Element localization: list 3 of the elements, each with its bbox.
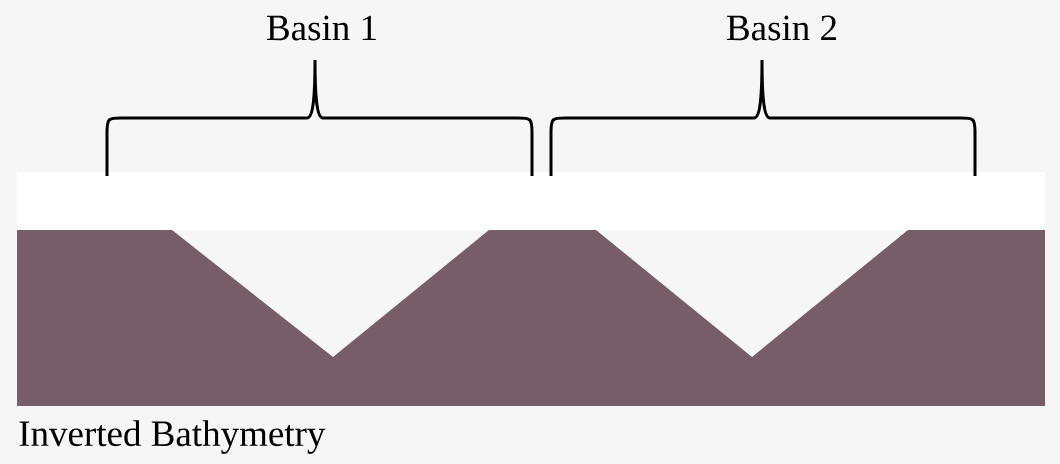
label: Basin 2 xyxy=(727,15,836,41)
label: Basin 1 xyxy=(267,15,376,41)
label: Inverted Bathymetry xyxy=(19,420,326,454)
